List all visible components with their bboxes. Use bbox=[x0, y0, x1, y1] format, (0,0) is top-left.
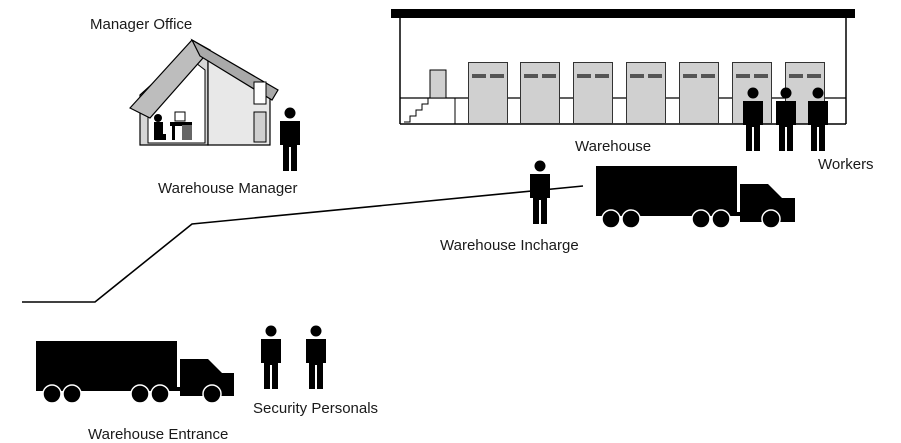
manager-office-building-icon bbox=[129, 38, 279, 146]
security-person-icon-2 bbox=[306, 325, 326, 389]
warehouse-building-icon bbox=[391, 9, 855, 125]
workers-label: Workers bbox=[818, 156, 874, 173]
warehouse-manager-label: Warehouse Manager bbox=[158, 180, 298, 197]
entrance-truck-icon bbox=[36, 341, 234, 404]
warehouse-truck-icon bbox=[596, 166, 795, 229]
warehouse-incharge-label: Warehouse Incharge bbox=[440, 237, 579, 254]
warehouse-manager-person-icon bbox=[280, 107, 300, 171]
security-personals-label: Security Personals bbox=[253, 400, 379, 417]
warehouse-label: Warehouse bbox=[575, 138, 652, 155]
warehouse-entrance-label: Warehouse Entrance bbox=[88, 426, 229, 443]
manager-office-label: Manager Office bbox=[90, 16, 193, 33]
security-person-icon-1 bbox=[261, 325, 281, 389]
connection-line bbox=[22, 185, 584, 303]
warehouse-incharge-person-icon bbox=[530, 160, 550, 224]
